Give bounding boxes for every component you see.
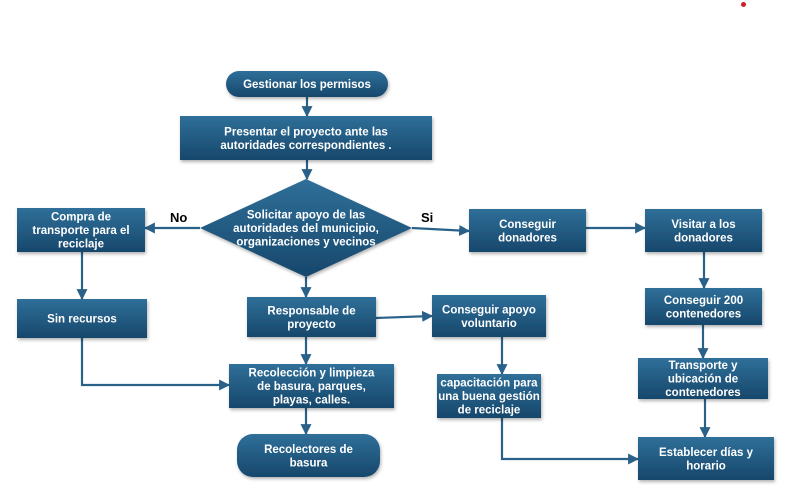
node-responsable: Responsable de proyecto	[247, 297, 376, 337]
node-label-line: Recolectores de	[264, 444, 353, 456]
node-label-line: Visitar a los	[671, 219, 735, 231]
process-box	[432, 295, 546, 337]
node-label: Sin recursos	[47, 314, 117, 326]
node-label-line: proyecto	[287, 319, 336, 331]
node-label-line: Solicitar apoyo de las	[247, 210, 365, 222]
decision-diamond	[200, 179, 412, 277]
terminal-shape	[226, 71, 388, 97]
node-label-line: donadores	[674, 232, 733, 244]
node-label-line: una buena gestión	[438, 391, 540, 403]
edge-solicitar-to-donadores	[411, 224, 471, 236]
terminal-shape	[237, 434, 380, 477]
node-label-line: autoridades correspondientes .	[220, 140, 391, 152]
node-label-line: de basura, parques,	[257, 381, 366, 393]
process-box	[645, 209, 762, 252]
node-label-line: Presentar el proyecto ante las	[224, 126, 388, 138]
node-label-line: ubicación de	[668, 374, 738, 386]
node-apoyo-voluntario: Conseguir apoyo voluntario	[432, 295, 546, 337]
edge-responsable-to-apoyo_voluntario	[375, 310, 434, 322]
node-label-line: Conseguir 200	[664, 295, 743, 307]
process-box	[437, 374, 541, 418]
node-label-line: organizaciones y vecinos	[236, 237, 375, 249]
node-sin-recursos: Sin recursos	[17, 299, 147, 338]
node-label-line: Compra de	[51, 212, 111, 224]
node-label-line: Responsable de	[267, 305, 355, 317]
node-label: Conseguir apoyo voluntario	[442, 304, 536, 330]
node-label-line: autoridades del municipio,	[233, 223, 379, 235]
node-label-line: Conseguir apoyo	[442, 304, 536, 316]
process-box	[229, 364, 394, 408]
edge-label-no: No	[170, 210, 187, 225]
process-box	[17, 299, 147, 338]
process-box	[638, 358, 768, 399]
process-box	[469, 209, 586, 252]
node-label: Presentar el proyecto ante las autoridade…	[220, 126, 391, 152]
node-label-line: contenedores	[666, 308, 741, 320]
node-label-line: horario	[686, 460, 726, 472]
node-label: Responsable de proyecto	[267, 305, 355, 331]
node-label-line: basura	[290, 457, 328, 469]
node-label-line: Gestionar los permisos	[243, 79, 371, 91]
edge-sin_recursos-to-recoleccion	[80, 338, 231, 391]
edge-capacitacion-to-establecer	[500, 418, 640, 465]
node-gestionar: Gestionar los permisos	[226, 71, 388, 97]
node-label-line: capacitación para	[440, 378, 538, 390]
node-label-line: Transporte y	[668, 360, 738, 372]
node-presentar: Presentar el proyecto ante las autoridade…	[180, 116, 432, 160]
node-label-line: de reciclaje	[458, 405, 521, 417]
node-label-line: Sin recursos	[47, 314, 117, 326]
node-label-line: playas, calles.	[273, 395, 350, 407]
node-label-line: Conseguir	[499, 219, 556, 231]
process-box	[180, 116, 432, 160]
process-box	[17, 208, 145, 252]
node-label-line: donadores	[498, 232, 557, 244]
process-box	[645, 288, 762, 325]
process-box	[638, 437, 774, 480]
red-marker-dot	[741, 2, 746, 7]
node-label-line: Establecer días y	[659, 447, 754, 459]
node-label-line: transporte para el	[32, 225, 129, 237]
node-label: Gestionar los permisos	[243, 79, 371, 91]
edge-label-si: Si	[421, 210, 433, 225]
edges-layer	[76, 97, 711, 465]
node-label-line: reciclaje	[58, 239, 104, 251]
process-box	[247, 297, 376, 337]
node-label-line: contenedores	[665, 387, 740, 399]
node-label-line: voluntario	[461, 318, 517, 330]
node-label-line: Recolección y limpieza	[249, 368, 376, 380]
